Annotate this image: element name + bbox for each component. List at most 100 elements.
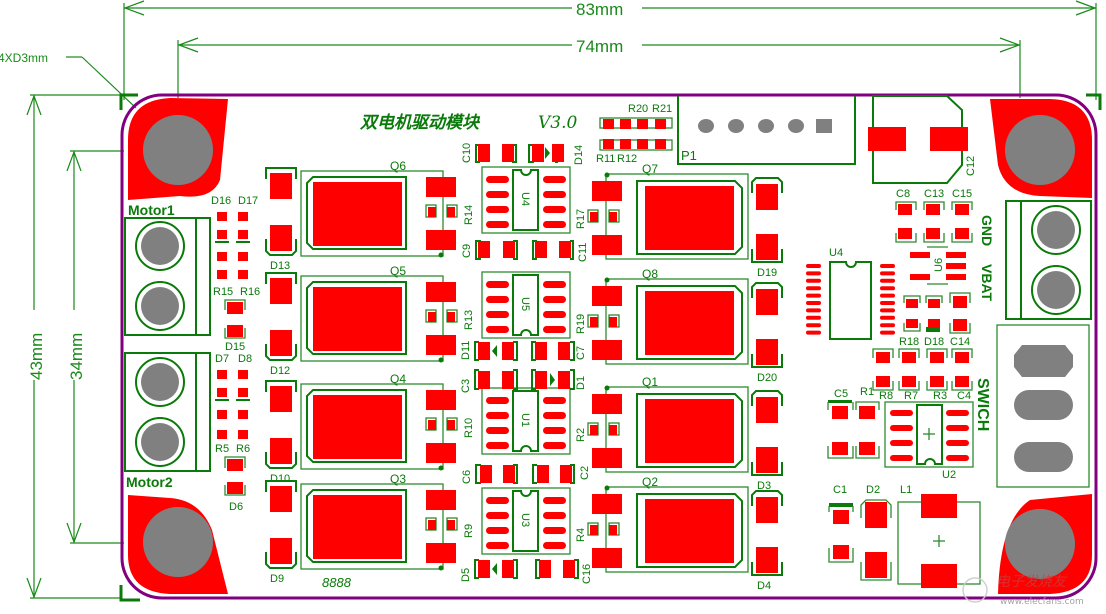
- header-p1: P1: [677, 96, 856, 165]
- svg-text:D13: D13: [270, 260, 290, 272]
- dimension-lines: 83mm 74mm 43mm 34mm 4XD3mm: [0, 0, 1102, 602]
- svg-text:R4: R4: [575, 528, 587, 542]
- svg-text:U4: U4: [519, 192, 531, 206]
- svg-text:R11: R11: [596, 153, 615, 165]
- svg-text:D15: D15: [225, 341, 245, 353]
- svg-text:C11: C11: [577, 243, 589, 262]
- svg-text:R15: R15: [213, 286, 233, 298]
- svg-text:U6: U6: [933, 258, 945, 272]
- header-resistors: R20 R21 R11 R12: [596, 103, 673, 165]
- top-caps-row: C10 D14: [461, 143, 585, 165]
- terminal-motor1: Motor1: [124, 202, 211, 336]
- svg-text:U3: U3: [519, 513, 531, 527]
- svg-text:R3: R3: [933, 390, 947, 402]
- svg-text:D18: D18: [924, 336, 944, 348]
- dim-overall-width: 83mm: [576, 0, 623, 19]
- svg-text:D20: D20: [757, 372, 777, 384]
- svg-text:D19: D19: [757, 267, 777, 279]
- svg-text:R10: R10: [463, 418, 475, 438]
- svg-text:D2: D2: [866, 484, 880, 496]
- svg-text:R7: R7: [904, 390, 918, 402]
- dim-hole-spacing-y: 34mm: [67, 333, 86, 380]
- mount-hole-bottom-right: [998, 494, 1092, 594]
- mosfet-label: Q2: [642, 475, 658, 489]
- driver-ic-3: U3: [481, 487, 571, 555]
- svg-text:U4: U4: [829, 247, 843, 259]
- svg-text:R8: R8: [879, 390, 893, 402]
- mosfet-label: Q3: [390, 472, 406, 486]
- svg-text:C6: C6: [461, 470, 473, 484]
- svg-text:C3: C3: [460, 379, 472, 393]
- svg-text:D5: D5: [460, 568, 472, 582]
- svg-text:C14: C14: [950, 336, 970, 348]
- driver-ic-2: U1: [481, 387, 571, 455]
- ic-u6: U6: [910, 246, 966, 285]
- mid-caps-diodes: C9 C11 D11 C7 C3 D1 C6 C2 D5: [460, 240, 593, 584]
- svg-text:C15: C15: [952, 188, 972, 200]
- mosfet-label: Q6: [390, 159, 406, 173]
- mount-hole-top-left: [128, 98, 228, 200]
- svg-text:R13: R13: [463, 310, 475, 330]
- svg-text:R21: R21: [652, 103, 672, 115]
- terminal-motor2: Motor2: [124, 352, 211, 490]
- mosfet-label: Q7: [642, 162, 658, 176]
- right-caps-c8-c13-c15: C8 C13 C15: [895, 188, 973, 243]
- svg-text:D4: D4: [757, 580, 771, 592]
- svg-text:R16: R16: [240, 286, 260, 298]
- svg-text:D11: D11: [460, 341, 472, 360]
- svg-text:R14: R14: [463, 205, 475, 225]
- capacitor-c12: C12: [868, 95, 977, 184]
- svg-text:C16: C16: [581, 564, 593, 584]
- left-small-parts: D16 D17 R15 R16 D15 D7 D8 R5 R6 D6: [211, 195, 260, 513]
- gnd-label: GND: [979, 215, 995, 246]
- svg-text:C4: C4: [957, 390, 971, 402]
- svg-text:L1: L1: [900, 484, 912, 496]
- svg-text:C10: C10: [461, 143, 473, 163]
- svg-text:D16: D16: [211, 195, 231, 207]
- board-outline: [120, 93, 1098, 600]
- svg-text:R12: R12: [617, 153, 637, 165]
- driver-ic-0: U4: [481, 166, 571, 234]
- board-title: 双电机驱动模块: [359, 113, 481, 133]
- svg-text:C8: C8: [896, 188, 910, 200]
- svg-text:R9: R9: [463, 524, 475, 538]
- terminal-power: GND VBAT: [979, 200, 1092, 320]
- svg-text:R1: R1: [860, 386, 874, 398]
- mosfet-label: Q1: [642, 375, 658, 389]
- svg-text:C7: C7: [575, 346, 587, 360]
- svg-text:C5: C5: [834, 388, 848, 400]
- vbat-label: VBAT: [979, 264, 995, 302]
- motor2-label: Motor2: [126, 474, 173, 490]
- svg-text:R19: R19: [575, 314, 587, 334]
- svg-text:C13: C13: [924, 188, 944, 200]
- dim-mount-holes: 4XD3mm: [0, 51, 48, 65]
- watermark-logo-text: 电子发烧友: [996, 574, 1068, 590]
- svg-text:D1: D1: [575, 376, 587, 390]
- svg-text:U1: U1: [519, 413, 531, 427]
- svg-text:C1: C1: [833, 484, 847, 496]
- svg-text:D14: D14: [573, 145, 585, 165]
- right-small-parts: R18 D18 C14: [872, 292, 973, 391]
- mount-hole-bottom-left: [128, 495, 228, 594]
- ic-u2: R8 R7 R3 C4 U2: [879, 390, 974, 481]
- svg-text:C9: C9: [461, 244, 473, 258]
- ic-u4: U4: [806, 247, 895, 340]
- svg-text:D9: D9: [270, 573, 284, 585]
- svg-text:R17: R17: [575, 209, 587, 229]
- svg-text:R2: R2: [575, 428, 587, 442]
- c1-d2-l1: C1 D2 L1: [828, 484, 981, 588]
- svg-text:D8: D8: [238, 353, 252, 365]
- placeholder-number: 8888: [322, 575, 352, 590]
- svg-text:C2: C2: [579, 466, 591, 480]
- board-version: V3.0: [538, 113, 577, 133]
- p1-label: P1: [681, 148, 697, 163]
- svg-text:R18: R18: [899, 336, 919, 348]
